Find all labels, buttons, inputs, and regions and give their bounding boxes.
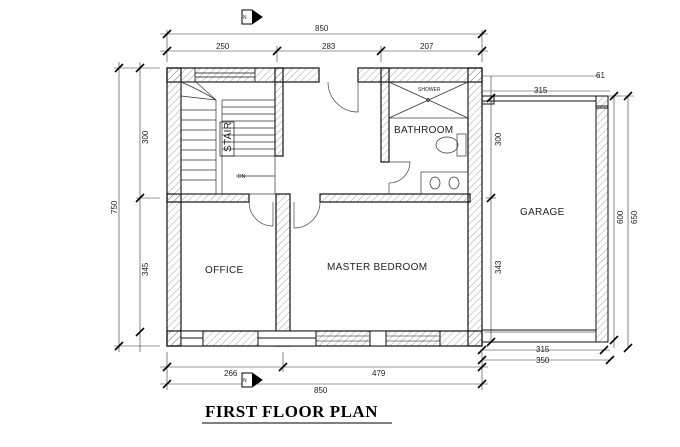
dim-bottom-total: 850: [314, 386, 328, 395]
doors: [248, 81, 411, 229]
garage-label: GARAGE: [520, 207, 565, 218]
svg-text:N: N: [243, 15, 247, 21]
dim-garage-bottom-1: 315: [536, 345, 550, 354]
wall-bathroom-left: [380, 67, 390, 163]
vanity: [420, 171, 469, 195]
north-arrow-top: N: [241, 9, 263, 25]
office-label: OFFICE: [205, 265, 243, 276]
staircase: [180, 81, 276, 195]
bathroom-fixtures: [388, 81, 469, 195]
master-bedroom-label: MASTER BEDROOM: [327, 262, 427, 273]
dim-bottom-2: 479: [372, 369, 386, 378]
dim-top-2: 283: [322, 42, 336, 51]
dim-bottom-1: 266: [224, 369, 238, 378]
wall-left: [166, 67, 182, 347]
wall-top-right: [357, 67, 483, 83]
dim-garage-right-2: 650: [630, 210, 639, 224]
plan-title: FIRST FLOOR PLAN: [205, 402, 378, 421]
dim-garage-corner: 61: [596, 71, 605, 80]
dim-garage-top: 315: [534, 86, 548, 95]
wall-office-bedroom: [275, 193, 291, 347]
wall-stair-right: [274, 67, 284, 157]
bathroom-label: BATHROOM: [394, 125, 453, 136]
wall-bottom: [166, 330, 483, 347]
dim-top-total: 850: [315, 24, 329, 33]
shower-label: SHOWER: [418, 87, 441, 93]
dim-left-2: 345: [141, 262, 150, 276]
shower-tray: [388, 81, 469, 119]
dn-label: DN: [238, 174, 246, 180]
dim-mid-2: 343: [494, 260, 503, 274]
wall-right: [467, 67, 483, 347]
svg-text:N: N: [243, 378, 247, 384]
dimension-lines: [114, 30, 634, 390]
dim-top-1: 250: [216, 42, 230, 51]
bathroom-door-swing: [388, 161, 411, 184]
toilet-bowl: [435, 136, 459, 154]
wall-mid-left: [166, 193, 250, 203]
dim-garage-bottom-2: 350: [536, 356, 550, 365]
office-door-swing: [248, 201, 274, 227]
bedroom-door-swing: [293, 201, 321, 229]
garage: [481, 95, 609, 343]
stair-label: STAIR: [223, 122, 234, 152]
dim-garage-right-1: 600: [616, 210, 625, 224]
windows-bottom: [180, 330, 441, 347]
dimension-ticks: [114, 29, 633, 389]
walls: [166, 67, 483, 347]
dim-top-3: 207: [420, 42, 434, 51]
entry-door-swing: [327, 81, 359, 113]
dim-mid-1: 300: [494, 132, 503, 146]
dim-left-total: 750: [110, 200, 119, 214]
wall-mid-right: [319, 193, 471, 203]
toilet-tank: [456, 133, 467, 157]
dim-left-1: 300: [141, 130, 150, 144]
north-arrow-bottom: N: [241, 372, 263, 388]
wall-top-left: [166, 67, 320, 83]
